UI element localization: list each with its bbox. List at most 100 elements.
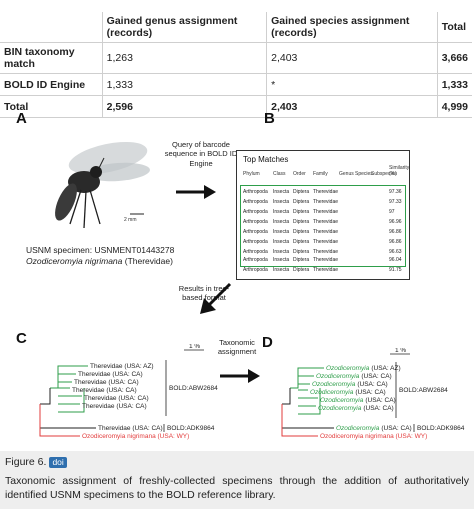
match-class: Insecta (273, 239, 290, 245)
match-phylum: Arthropoda (243, 257, 268, 263)
panel-letter-a: A (16, 110, 27, 127)
fly-specimen-image (55, 141, 150, 229)
match-phylum: Arthropoda (243, 229, 268, 235)
tree-d-suffix: (USA: CA) (381, 425, 411, 432)
col-family: Family (313, 171, 328, 177)
cell-genus: 1,333 (101, 73, 268, 96)
results-note: Results in tree-based format (178, 284, 230, 303)
match-family: Therevidae (313, 257, 339, 263)
query-note: Query of barcode sequence in BOLD ID Eng… (164, 140, 238, 168)
panel-letter-d: D (262, 334, 273, 351)
match-similarity: 96.86 (389, 229, 402, 235)
row-label: BOLD ID Engine (0, 73, 103, 96)
tree-d-bottom-label: Ozodiceromyia(USA: CA) (336, 425, 412, 432)
tree-c-bottom-label: Therevidae (USA: CA) (98, 425, 163, 432)
tree-c-green-clade (50, 365, 88, 413)
phylogenetic-tree-c: 1 % Therevidae (USA: AZ) Therevidae (USA… (39, 344, 218, 440)
right-arrow-icon (220, 369, 260, 383)
match-phylum: Arthropoda (243, 209, 268, 215)
tree-d-label: Ozodiceromyia(USA: CA) (316, 373, 392, 380)
taxonomic-note: Taxonomic assignment (217, 338, 257, 357)
table-row: BIN taxonomy match 1,263 2,403 3,666 (0, 42, 472, 74)
cell-genus: 1,263 (101, 42, 268, 74)
col-phylum: Phylum (243, 171, 260, 177)
tree-d-label: Ozodiceromyia(USA: CA) (320, 397, 396, 404)
cell-total: 3,666 (436, 42, 472, 74)
specimen-id: USNM specimen: USNMENT01443278 (26, 245, 175, 255)
panel-letter-b: B (264, 110, 275, 127)
tree-d-suffix: (USA: CA) (355, 389, 385, 396)
matches-highlight-box (240, 185, 406, 267)
match-similarity: 97.33 (389, 199, 402, 205)
tree-d-label: Ozodiceromyia(USA: CA) (310, 389, 386, 396)
match-phylum: Arthropoda (243, 239, 268, 245)
figure-title: Figure 6.doi (5, 456, 67, 468)
match-order: Diptera (293, 209, 310, 215)
header-species: Gained species assignment (records) (266, 12, 438, 43)
match-family: Therevidae (313, 199, 339, 205)
top-matches-panel: Top Matches Phylum Class Order Family Ge… (236, 150, 410, 280)
specimen-family: (Therevidae) (122, 256, 173, 267)
tree-d-bin-upper: BOLD:ABW2684 (399, 387, 448, 394)
tree-d-genus: Ozodiceromyia (326, 365, 370, 372)
specimen-name: Ozodiceromyia nigrimana (26, 256, 123, 267)
tree-d-genus: Ozodiceromyia (316, 373, 360, 380)
tree-d-scale-label: 1 % (395, 348, 406, 354)
col-subspecies: Subspecies (371, 171, 397, 177)
tree-c-label: Therevidae (USA: CA) (84, 395, 149, 402)
col-genus: Genus (339, 171, 354, 177)
match-similarity: 97 (389, 209, 395, 215)
tree-d-genus: Ozodiceromyia (318, 405, 362, 412)
col-species: Species (355, 171, 373, 177)
match-class: Insecta (273, 189, 290, 195)
match-order: Diptera (293, 229, 310, 235)
tree-c-scale-label: 1 % (189, 344, 200, 350)
match-class: Insecta (273, 209, 290, 215)
tree-d-query-branch (281, 404, 318, 437)
match-order: Diptera (293, 267, 310, 273)
tree-d-suffix: (USA: CA) (365, 397, 395, 404)
specimen-caption: USNM specimen: USNMENT01443278 Ozodicero… (26, 245, 236, 268)
cell-total: 4,999 (436, 95, 472, 118)
specimen-taxon: Ozodiceromyia nigrimana (Therevidae) (26, 256, 236, 267)
tree-d-suffix: (USA: CA) (357, 381, 387, 388)
match-family: Therevidae (313, 249, 339, 255)
tree-d-query-label: Ozodiceromyia nigrimana (USA: WY) (320, 433, 427, 440)
tree-d-genus: Ozodiceromyia (310, 389, 354, 396)
tree-d-label: Ozodiceromyia(USA: CA) (312, 381, 388, 388)
match-phylum: Arthropoda (243, 219, 268, 225)
tree-c-bin-lower: BOLD:ADK9864 (167, 425, 215, 432)
match-order: Diptera (293, 219, 310, 225)
match-class: Insecta (273, 229, 290, 235)
match-phylum: Arthropoda (243, 267, 268, 273)
doi-link[interactable]: doi (49, 457, 67, 468)
tree-c-label: Therevidae (USA: CA) (82, 403, 147, 410)
tree-c-label: Therevidae (USA: CA) (74, 379, 139, 386)
tree-d-bin-lower: BOLD:ADK9864 (417, 425, 465, 432)
match-order: Diptera (293, 239, 310, 245)
match-order: Diptera (293, 199, 310, 205)
match-family: Therevidae (313, 219, 339, 225)
match-class: Insecta (273, 267, 290, 273)
match-class: Insecta (273, 199, 290, 205)
match-class: Insecta (273, 257, 290, 263)
tree-c-label: Therevidae (USA: CA) (78, 371, 143, 378)
header-total: Total (436, 12, 472, 43)
figure-6: A B C D 2 mm USNM specimen: USNMENT01443… (8, 104, 466, 446)
match-family: Therevidae (313, 189, 339, 195)
match-similarity: 96.96 (389, 219, 402, 225)
caption-text: Taxonomic assignment of freshly-collecte… (5, 475, 469, 501)
table-row: Total 2,596 2,403 4,999 (0, 95, 472, 118)
row-label: BIN taxonomy match (0, 42, 103, 74)
figure-number: Figure 6. (5, 456, 47, 468)
match-class: Insecta (273, 249, 290, 255)
top-matches-title: Top Matches (243, 155, 289, 164)
match-phylum: Arthropoda (243, 249, 268, 255)
match-family: Therevidae (313, 209, 339, 215)
